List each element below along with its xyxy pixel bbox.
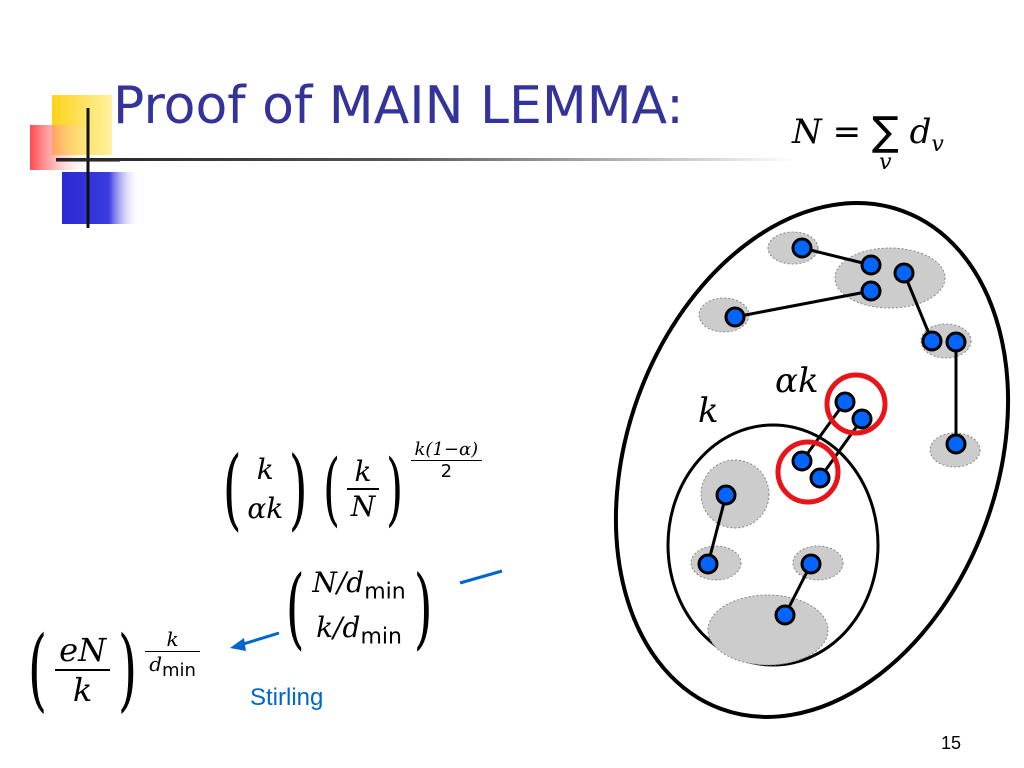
graph-node	[809, 467, 831, 489]
fraction-k-over-n: k N	[346, 455, 380, 523]
exp-denominator: d	[149, 652, 162, 676]
graph-node	[893, 262, 915, 284]
graph-node	[774, 604, 796, 626]
exp-denominator: 2	[440, 461, 453, 482]
formula-stirling-bound: ( eN k ) k dmin	[20, 625, 200, 715]
binom-top: N/d	[312, 566, 365, 599]
graph-node	[715, 484, 737, 506]
exp-numerator: k	[166, 627, 179, 651]
graph-edge	[902, 272, 934, 342]
page-number: 15	[941, 733, 962, 753]
graph-edge	[801, 246, 872, 267]
graph-node	[945, 433, 967, 455]
sum-subscript: v	[879, 150, 892, 175]
graph-edge	[734, 289, 872, 319]
paren-left: (	[27, 617, 48, 722]
graph-node	[791, 450, 813, 472]
paren-left: (	[285, 556, 305, 660]
graph-diagram: αk k	[613, 201, 1011, 719]
graph-node	[800, 553, 822, 575]
title-underline	[56, 158, 796, 161]
formula-lhs: N	[792, 112, 822, 152]
binom-bottom: k/d	[316, 611, 361, 645]
binom-bottom-sub: min	[360, 624, 402, 650]
frac-numerator: eN	[59, 631, 107, 669]
outer-ellipse	[613, 201, 1011, 719]
paren-right: )	[413, 556, 433, 660]
sum-symbol: ∑	[871, 109, 899, 155]
formula-binomial-dmin: ( N/dmin k/dmin )	[278, 563, 440, 654]
graph-node	[860, 280, 882, 302]
arrow-head	[230, 638, 246, 651]
binom-top-sub: min	[364, 579, 406, 605]
highlight-circle	[824, 372, 888, 436]
graph-node	[921, 330, 943, 352]
exp-denominator-sub: min	[162, 660, 196, 681]
formula-sum-degrees: N = ∑ v dv	[792, 112, 944, 174]
graph-edge	[818, 418, 864, 479]
frac-denominator: k	[72, 671, 93, 709]
exponent-fraction: k(1−α) 2	[410, 439, 483, 482]
label-alpha-k: αk	[775, 361, 819, 401]
sum-term: d	[909, 112, 932, 152]
cluster-blob	[707, 594, 829, 666]
binom-top: k	[256, 452, 274, 486]
paren-left: (	[322, 442, 340, 535]
highlight-circle	[775, 439, 841, 505]
frac-denominator: N	[350, 490, 376, 523]
cluster-blob	[834, 247, 946, 309]
paren-right: )	[117, 617, 138, 722]
slide-title: Proof of MAIN LEMMA:	[113, 76, 684, 136]
fraction-en-over-k: eN k	[55, 631, 111, 709]
paren-right: )	[288, 437, 308, 540]
paren-left: (	[222, 437, 242, 540]
stirling-arrow	[239, 631, 280, 647]
graph-node	[851, 408, 873, 430]
binom-bottom: αk	[247, 492, 284, 525]
stirling-label: Stirling	[250, 684, 324, 711]
graph-node	[860, 254, 882, 276]
sum-term-subscript: v	[931, 131, 944, 157]
graph-node	[945, 331, 967, 353]
exp-numerator: k(1−α)	[414, 439, 479, 460]
formula-binomial-product: ( k αk ) ( k N ) k(1−α) 2	[215, 437, 483, 540]
graph-edge	[706, 494, 728, 565]
arrow-line	[459, 569, 503, 585]
exponent-fraction: k dmin	[145, 627, 200, 681]
graph-node	[791, 237, 813, 259]
graph-node	[834, 391, 856, 413]
graph-node	[697, 553, 719, 575]
paren-right: )	[386, 442, 404, 535]
frac-numerator: k	[354, 455, 372, 488]
formula-equals: =	[832, 112, 862, 152]
inner-ellipse	[666, 423, 880, 667]
graph-node	[724, 306, 746, 328]
label-k: k	[698, 391, 719, 431]
graph-edge	[800, 401, 847, 462]
